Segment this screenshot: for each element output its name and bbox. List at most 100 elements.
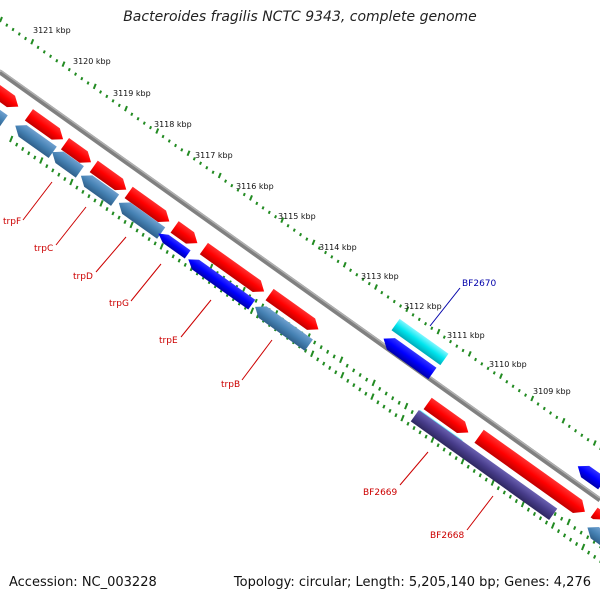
cds-forward xyxy=(199,242,265,292)
inner-tick xyxy=(15,142,19,147)
inner-tick xyxy=(478,473,482,478)
outer-tick xyxy=(167,139,171,143)
inner-tick xyxy=(370,393,375,401)
cds-forward-body xyxy=(24,109,64,140)
inner-tick xyxy=(9,135,14,143)
inner-tick xyxy=(560,516,564,521)
inner-tick xyxy=(254,298,258,303)
outer-tick xyxy=(386,295,390,299)
cds-forward xyxy=(0,77,19,108)
inner-tick xyxy=(587,550,591,555)
outer-tick xyxy=(449,339,453,344)
cds-forward xyxy=(24,109,64,140)
outer-tick xyxy=(380,290,384,295)
inner-tick xyxy=(93,198,97,203)
outer-tick xyxy=(480,362,484,366)
inner-tick xyxy=(21,146,25,151)
outer-tick xyxy=(542,406,546,411)
outer-tick xyxy=(530,395,535,402)
outer-tick xyxy=(130,112,134,116)
inner-tick xyxy=(319,345,323,350)
inner-tick xyxy=(339,356,344,364)
inner-tick xyxy=(153,241,157,246)
cds-forward-body xyxy=(199,242,265,292)
ruler-label: 3120 kbp xyxy=(73,57,111,66)
inner-tick xyxy=(404,402,409,410)
outer-tick xyxy=(217,172,222,179)
outer-tick xyxy=(180,148,184,152)
inner-tick xyxy=(165,249,169,255)
inner-tick xyxy=(346,378,350,383)
map-title: Bacteroides fragilis NCTC 9343, complete… xyxy=(123,9,477,25)
cds-reverse-blue xyxy=(577,465,600,490)
leader-line xyxy=(22,181,53,221)
ruler-label: 3111 kbp xyxy=(447,331,485,340)
inner-tick xyxy=(326,349,330,354)
outer-tick xyxy=(5,23,9,27)
inner-tick xyxy=(553,512,557,517)
inner-tick xyxy=(538,516,543,521)
inner-tick xyxy=(159,242,164,250)
outer-tick xyxy=(174,143,178,148)
inner-tick xyxy=(117,215,121,220)
feature-purple-body xyxy=(410,409,558,521)
cds-reverse-body xyxy=(0,107,8,127)
inner-tick xyxy=(87,194,91,199)
inner-tick xyxy=(460,457,465,465)
cds-forward xyxy=(124,186,170,222)
gene-label-bf2669: BF2669 xyxy=(363,488,398,498)
inner-tick xyxy=(568,537,573,542)
inner-tick xyxy=(436,443,440,448)
cds-forward-body xyxy=(265,288,319,330)
inner-tick xyxy=(141,232,145,237)
feature-purple xyxy=(410,409,558,521)
inner-tick xyxy=(376,400,380,405)
inner-tick xyxy=(39,157,44,164)
accession-text: Accession: NC_003228 xyxy=(9,575,157,590)
outer-tick xyxy=(17,32,21,36)
inner-tick xyxy=(147,237,151,242)
outer-tick xyxy=(74,72,78,76)
inner-tick xyxy=(358,372,362,378)
outer-tick xyxy=(161,134,165,139)
gene-label-trpb: trpB xyxy=(221,380,240,390)
inner-tick xyxy=(27,151,31,156)
inner-tick xyxy=(532,511,537,516)
genome-info-text: Topology: circular; Length: 5,205,140 bp… xyxy=(233,575,591,590)
inner-tick xyxy=(490,479,495,486)
gene-label-bf2670: BF2670 xyxy=(462,279,497,289)
outer-tick xyxy=(61,61,66,67)
feature-cyan xyxy=(391,318,449,366)
outer-tick xyxy=(549,411,553,415)
outer-tick xyxy=(374,284,378,290)
gene-label-trpf: trpF xyxy=(3,217,21,227)
ruler-label: 3116 kbp xyxy=(236,182,274,191)
outer-tick xyxy=(461,348,465,353)
label-leaders xyxy=(22,181,494,531)
outer-tick xyxy=(136,116,140,121)
outer-tick xyxy=(442,335,446,339)
inner-tick xyxy=(391,396,395,401)
leader-line xyxy=(241,339,273,381)
outer-tick xyxy=(211,170,215,174)
outer-tick xyxy=(392,299,396,304)
inner-tick xyxy=(183,262,187,267)
inner-tick xyxy=(358,387,362,392)
inner-tick xyxy=(410,410,414,415)
cds-reverse xyxy=(80,175,120,206)
outer-tick xyxy=(455,344,459,348)
ruler-label: 3117 kbp xyxy=(195,151,233,160)
inner-tick xyxy=(123,219,127,224)
outer-tick xyxy=(105,94,109,99)
leader-line xyxy=(55,206,87,246)
outer-tick xyxy=(267,210,271,215)
outer-tick xyxy=(592,440,597,446)
inner-tick xyxy=(388,408,392,413)
outer-tick xyxy=(492,371,496,375)
inner-tick xyxy=(484,477,488,482)
ruler-label: 3119 kbp xyxy=(113,89,151,98)
outer-tick xyxy=(55,59,59,63)
inner-tick xyxy=(378,386,382,391)
outer-tick xyxy=(405,306,410,313)
inner-tick xyxy=(579,530,583,535)
